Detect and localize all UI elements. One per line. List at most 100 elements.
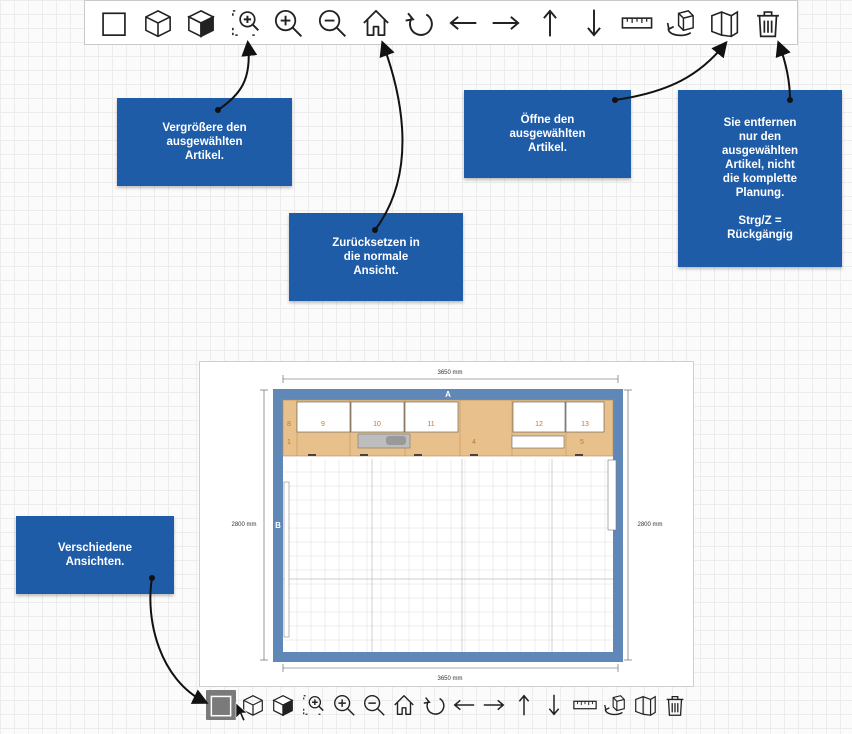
zoom-in-button[interactable] xyxy=(271,6,305,40)
square-2d-icon xyxy=(102,11,126,36)
main-toolbar xyxy=(84,0,798,45)
rotate-3d-button[interactable] xyxy=(664,6,698,40)
note-line: Zurücksetzen in xyxy=(332,237,420,249)
note-line: Strg/Z = xyxy=(738,214,782,227)
zoom-in-button[interactable] xyxy=(331,692,357,718)
note-line: Sie entfernen xyxy=(723,116,797,129)
arrow-left-icon xyxy=(449,15,477,30)
arrow-up-icon xyxy=(543,8,557,36)
view-3d-wire-button[interactable] xyxy=(141,6,175,40)
upper-cabinet-11 xyxy=(404,401,459,433)
measure-button[interactable] xyxy=(620,6,654,40)
note-line: Rückgängig xyxy=(727,228,793,241)
zoom-out-button[interactable] xyxy=(361,692,387,718)
move-left-button[interactable] xyxy=(446,6,480,40)
arrow-down-icon xyxy=(586,9,601,37)
rotate-icon xyxy=(405,12,433,36)
svg-text:12: 12 xyxy=(535,421,543,428)
cube-outline-icon xyxy=(144,9,171,37)
note-line: ausgewählten xyxy=(721,144,799,157)
note-line: nur den xyxy=(738,130,782,143)
svg-text:13: 13 xyxy=(581,421,589,428)
view-2d-button[interactable] xyxy=(97,6,131,40)
arrow-right-icon xyxy=(492,15,521,30)
window-right xyxy=(607,459,617,531)
svg-text:9: 9 xyxy=(321,421,325,428)
upper-cabinet-12 xyxy=(512,401,566,433)
square-2d-icon xyxy=(210,695,232,717)
cube-solid-icon xyxy=(187,9,216,38)
delete-button[interactable] xyxy=(662,692,688,718)
measure-button[interactable] xyxy=(572,692,598,718)
zoom-selection-button[interactable] xyxy=(228,6,262,40)
rotate-3d-icon xyxy=(666,9,694,36)
rotate-icon xyxy=(423,697,445,715)
dim-right: 2800 mm xyxy=(637,522,662,528)
dim-bottom: 3650 mm xyxy=(437,676,462,682)
zoom-selection-button[interactable] xyxy=(300,692,326,718)
move-down-button[interactable] xyxy=(577,6,611,40)
delete-button[interactable] xyxy=(751,6,785,40)
wall-label-a: A xyxy=(445,390,451,399)
svg-text:1: 1 xyxy=(287,439,291,446)
floor-plan-drawing[interactable]: 3650 mm 3650 mm 2800 mm 2800 mm xyxy=(200,362,693,686)
arrow-down-icon xyxy=(549,694,560,716)
dim-left: 2800 mm xyxy=(231,522,256,528)
note-line: Ansicht. xyxy=(353,265,399,277)
view-3d-solid-button[interactable] xyxy=(270,692,296,718)
rotate-3d-icon xyxy=(603,695,625,716)
view-2d-button[interactable] xyxy=(206,690,236,720)
zoom-out-button[interactable] xyxy=(315,6,349,40)
svg-text:10: 10 xyxy=(373,421,381,428)
open-item-icon xyxy=(634,695,656,716)
move-right-button[interactable] xyxy=(481,692,507,718)
floor-plan-view[interactable]: 3650 mm 3650 mm 2800 mm 2800 mm xyxy=(199,361,694,687)
zoom-out-icon xyxy=(318,9,347,37)
rotate-3d-button[interactable] xyxy=(602,692,628,718)
svg-text:4: 4 xyxy=(472,439,476,446)
note-line: ausgewählten xyxy=(166,136,243,148)
open-item-button[interactable] xyxy=(707,6,741,40)
view-3d-wire-button[interactable] xyxy=(240,692,266,718)
dim-top: 3650 mm xyxy=(437,370,462,376)
note-line: Artikel. xyxy=(185,150,224,162)
move-left-button[interactable] xyxy=(451,692,477,718)
rotate-button[interactable] xyxy=(421,692,447,718)
wall-label-b: B xyxy=(275,521,281,530)
arrow-left-icon xyxy=(453,699,475,711)
door-left xyxy=(283,481,290,638)
trash-icon xyxy=(756,10,779,37)
hob xyxy=(511,435,565,449)
open-item-button[interactable] xyxy=(632,692,658,718)
ruler-icon xyxy=(621,16,653,29)
note-line: Planung. xyxy=(735,186,785,199)
home-button[interactable] xyxy=(391,692,417,718)
note-line: Öffne den xyxy=(520,114,575,126)
open-item-icon xyxy=(711,10,739,37)
rotate-button[interactable] xyxy=(402,6,436,40)
upper-cabinet-13 xyxy=(565,401,605,433)
note-line: Vergrößere den xyxy=(162,122,247,134)
trash-icon xyxy=(666,695,684,716)
cube-solid-icon xyxy=(272,695,294,717)
move-down-button[interactable] xyxy=(541,692,567,718)
zoom-selection-icon xyxy=(231,9,259,36)
move-up-button[interactable] xyxy=(511,692,537,718)
arrow-right-icon xyxy=(483,699,505,711)
home-icon xyxy=(393,695,414,715)
zoom-in-icon xyxy=(275,9,303,37)
zoom-selection-icon xyxy=(303,695,325,715)
move-right-button[interactable] xyxy=(489,6,523,40)
ruler-icon xyxy=(572,700,597,710)
floor-grid xyxy=(283,459,613,652)
note-line: ausgewählten xyxy=(509,128,586,140)
svg-text:8: 8 xyxy=(287,421,291,428)
note-line: die normale xyxy=(343,251,409,263)
zoom-out-icon xyxy=(363,695,385,716)
home-button[interactable] xyxy=(359,6,393,40)
move-up-button[interactable] xyxy=(533,6,567,40)
view-3d-solid-button[interactable] xyxy=(184,6,218,40)
